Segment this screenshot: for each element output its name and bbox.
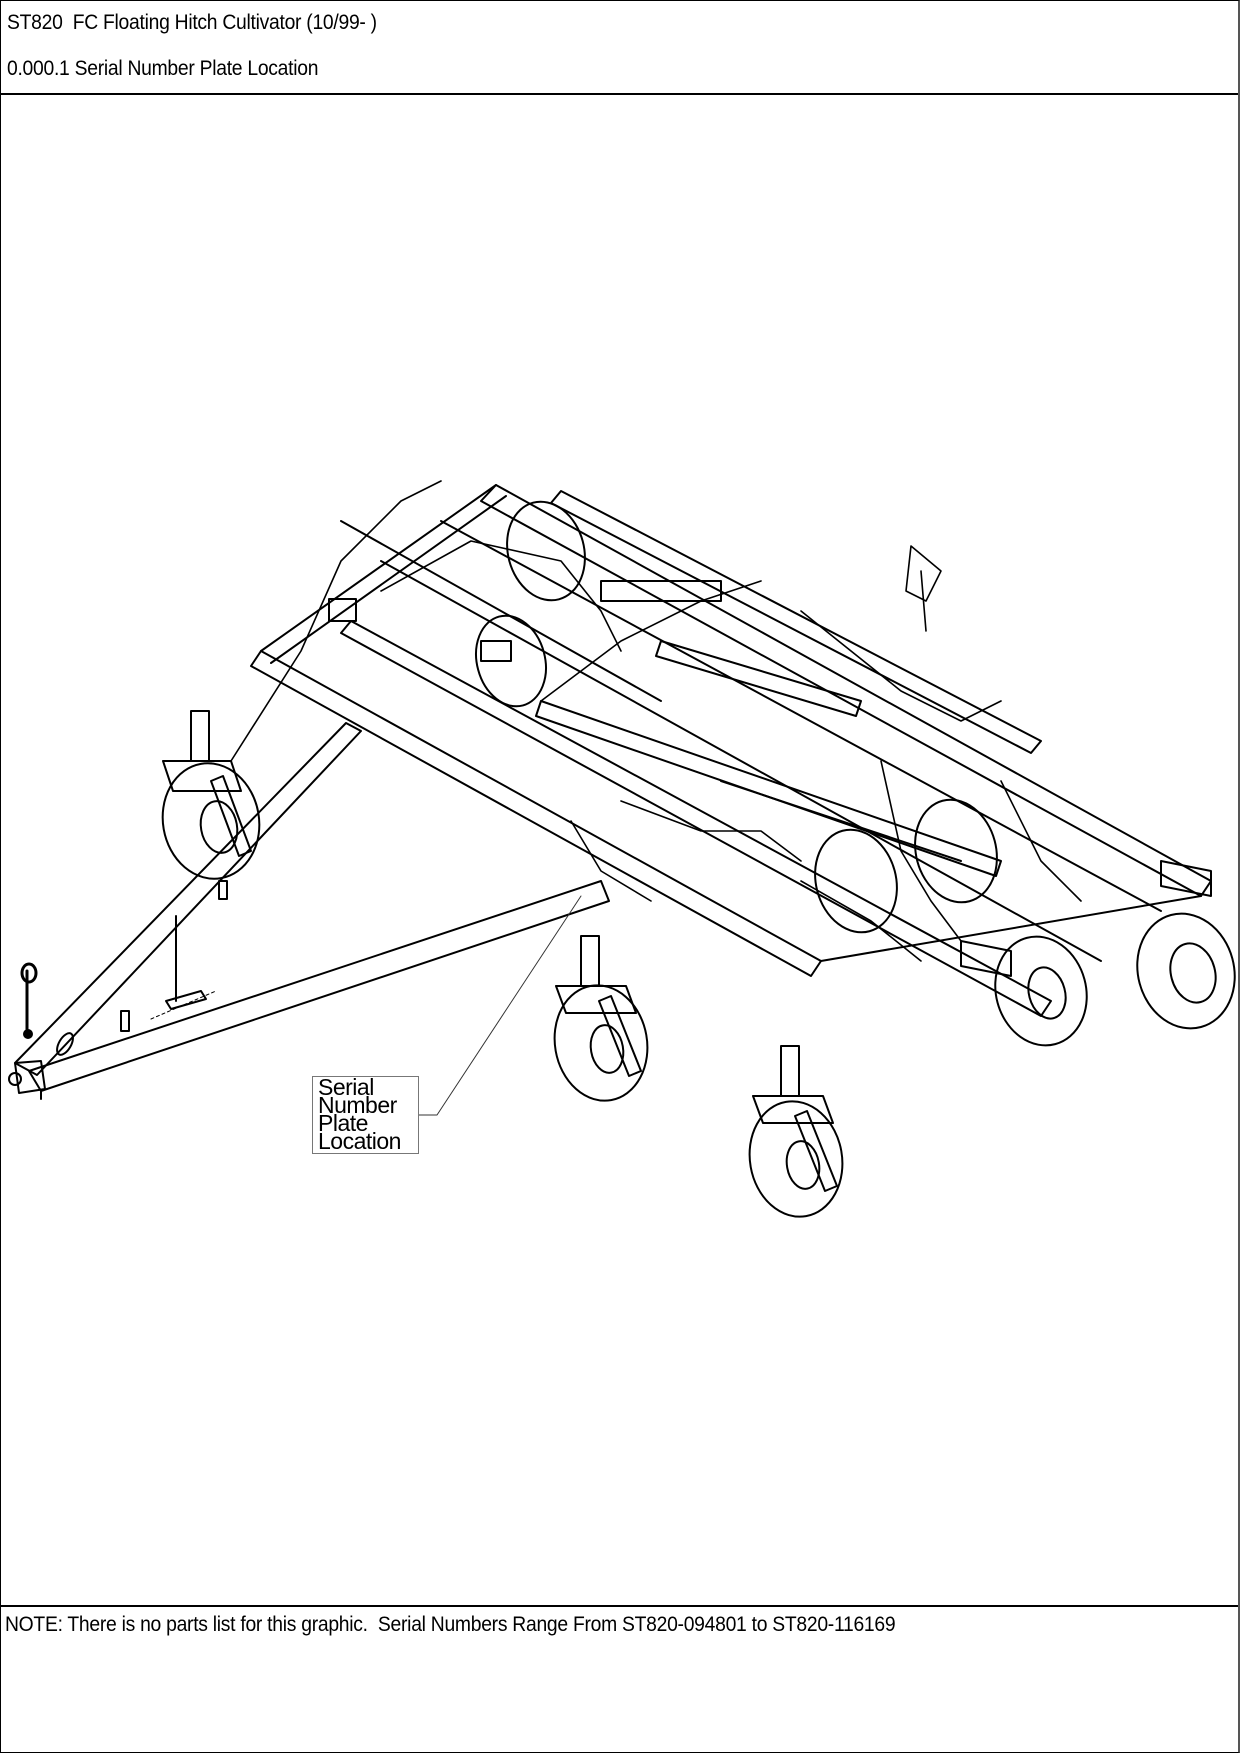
serial-plate-callout: Serial Number Plate Location	[312, 1076, 419, 1154]
callout-leader-line	[418, 895, 582, 1116]
main-frame	[250, 484, 1212, 1017]
callout-line-2: Number	[318, 1092, 397, 1118]
caster-wheel-left	[161, 710, 261, 880]
callout-line-4: Location	[318, 1128, 401, 1154]
footer-note: NOTE: There is no parts list for this gr…	[5, 1613, 896, 1636]
hitch-tongue	[8, 722, 610, 1100]
page-footer: NOTE: There is no parts list for this gr…	[1, 1605, 1238, 1754]
caster-wheel-center	[553, 935, 649, 1102]
caster-wheel-right	[748, 1045, 844, 1218]
gauge-wheels	[475, 500, 1236, 1047]
page-title: ST820 FC Floating Hitch Cultivator (10/9…	[7, 11, 377, 34]
cultivator-illustration	[8, 480, 1236, 1218]
linkages	[230, 480, 1082, 962]
page-header: ST820 FC Floating Hitch Cultivator (10/9…	[1, 1, 1238, 95]
callout-line-3: Plate	[318, 1110, 368, 1136]
callout-line-1: Serial	[318, 1074, 374, 1100]
cultivator-drawing: Serial Number Plate Location	[1, 95, 1238, 1605]
section-title: 0.000.1 Serial Number Plate Location	[7, 57, 319, 80]
